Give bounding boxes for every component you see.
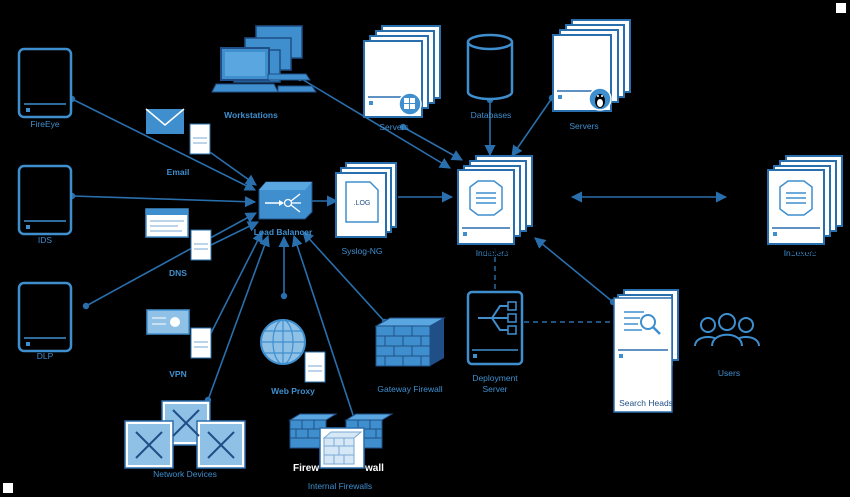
users-label: Users [718, 368, 740, 378]
gateway-firewall-node[interactable]: Gateway Firewall [374, 317, 446, 394]
ids-label: IDS [38, 235, 53, 245]
search-heads-node[interactable]: Search Heads [613, 289, 679, 413]
vpn-label: VPN [169, 369, 186, 379]
fireeye-node[interactable]: FireEye [17, 47, 73, 129]
connector-gateway-fw-lb [302, 231, 389, 326]
web-proxy-node[interactable]: Web Proxy [260, 319, 326, 396]
databases-label: Databases [471, 110, 512, 120]
workstations-node[interactable]: Workstations [211, 25, 317, 120]
corner-marker-top-right [836, 3, 846, 13]
ids-node[interactable]: IDS [17, 164, 73, 245]
connector-servers-win-indexers [399, 123, 463, 161]
connector-vpn-lb [208, 231, 263, 338]
email-document-icon [189, 123, 211, 155]
users-group-icon [694, 313, 760, 347]
deployment-tree-icon [478, 301, 517, 335]
gateway-firewall-label: Gateway Firewall [377, 384, 442, 394]
dns-document-icon [190, 229, 212, 261]
globe-icon [260, 319, 306, 365]
envelope-icon [146, 109, 184, 134]
firewall-brick-icon [374, 317, 446, 367]
firewall-right-label: wall [364, 463, 384, 474]
deployment-server-node[interactable]: Deployment Server [466, 290, 524, 394]
email-node[interactable]: Email [145, 108, 211, 177]
network-devices-node[interactable]: Network Devices [124, 400, 246, 479]
monitor-icon [211, 25, 317, 93]
indexers-right-label: Indexers [790, 247, 832, 258]
syslog-ng-label: Syslog-NG [341, 246, 382, 256]
linux-penguin-icon [588, 87, 612, 111]
indexers-right-node[interactable]: Indexers Indexers [767, 155, 843, 258]
connector-email-lb [206, 149, 257, 186]
email-label: Email [167, 167, 190, 177]
fireeye-device [17, 47, 73, 119]
dlp-device [17, 281, 73, 353]
log-file-icon [345, 181, 379, 223]
connector-servers-linux-indexers [511, 94, 556, 157]
indexers-left-label: Indexers [481, 247, 523, 258]
ids-device [17, 164, 73, 236]
search-heads-label: Search Heads [619, 398, 673, 408]
dns-label: DNS [169, 268, 187, 278]
servers-linux-label: Servers [569, 121, 598, 131]
databases-node[interactable]: Databases [466, 33, 514, 120]
magnifier-icon [624, 311, 661, 335]
deployment-server-label-2: Server [482, 384, 507, 394]
log-file-label: .LOG [354, 200, 371, 207]
dlp-label: DLP [37, 351, 54, 361]
connector-network-lb [204, 234, 270, 404]
syslog-ng-node[interactable]: .LOG Syslog-NG [335, 162, 397, 256]
connector-dlp-lb [82, 212, 257, 310]
indexers-left-node[interactable]: Indexers Indexers [457, 155, 533, 258]
indexers-right-faint-label: Indexers [784, 248, 817, 258]
workstations-label: Workstations [224, 110, 278, 120]
internal-firewalls-node[interactable]: Firew wall Internal Firewalls [288, 413, 394, 491]
servers-windows-node[interactable]: Servers [363, 25, 441, 132]
web-proxy-document-icon [304, 351, 326, 383]
switch-icon [124, 400, 246, 469]
internal-firewalls-label: Internal Firewalls [308, 481, 372, 491]
firewall-left-label: Firew [293, 463, 319, 474]
dlp-node[interactable]: DLP [17, 281, 73, 361]
load-balancer-label: Load Balancer [254, 227, 313, 237]
vpn-node[interactable]: VPN [146, 309, 212, 379]
servers-windows-label: Servers [379, 122, 408, 132]
web-proxy-label: Web Proxy [271, 386, 315, 396]
network-devices-label: Network Devices [153, 469, 217, 479]
database-icon [466, 42, 514, 101]
windows-logo-icon [398, 92, 422, 116]
corner-marker-bottom-left [3, 483, 13, 493]
vpn-document-icon [190, 327, 212, 359]
dns-node[interactable]: DNS [145, 208, 212, 278]
connectors [68, 74, 728, 428]
connector-search-indexers [534, 237, 617, 306]
certificate-icon [146, 309, 190, 335]
deployment-server-device [466, 290, 524, 366]
connector-fireeye-lb [68, 95, 257, 191]
connector-ids-lb [68, 192, 257, 208]
deployment-server-label-1: Deployment [472, 373, 518, 383]
indexers-left-faint-label: Indexers [476, 248, 509, 258]
users-node[interactable]: Users [694, 313, 760, 378]
firewall-brick-icon [288, 413, 394, 469]
fireeye-label: FireEye [30, 119, 60, 129]
servers-linux-node[interactable]: Servers [552, 19, 631, 131]
load-balancer-node[interactable]: Load Balancer [254, 181, 313, 237]
